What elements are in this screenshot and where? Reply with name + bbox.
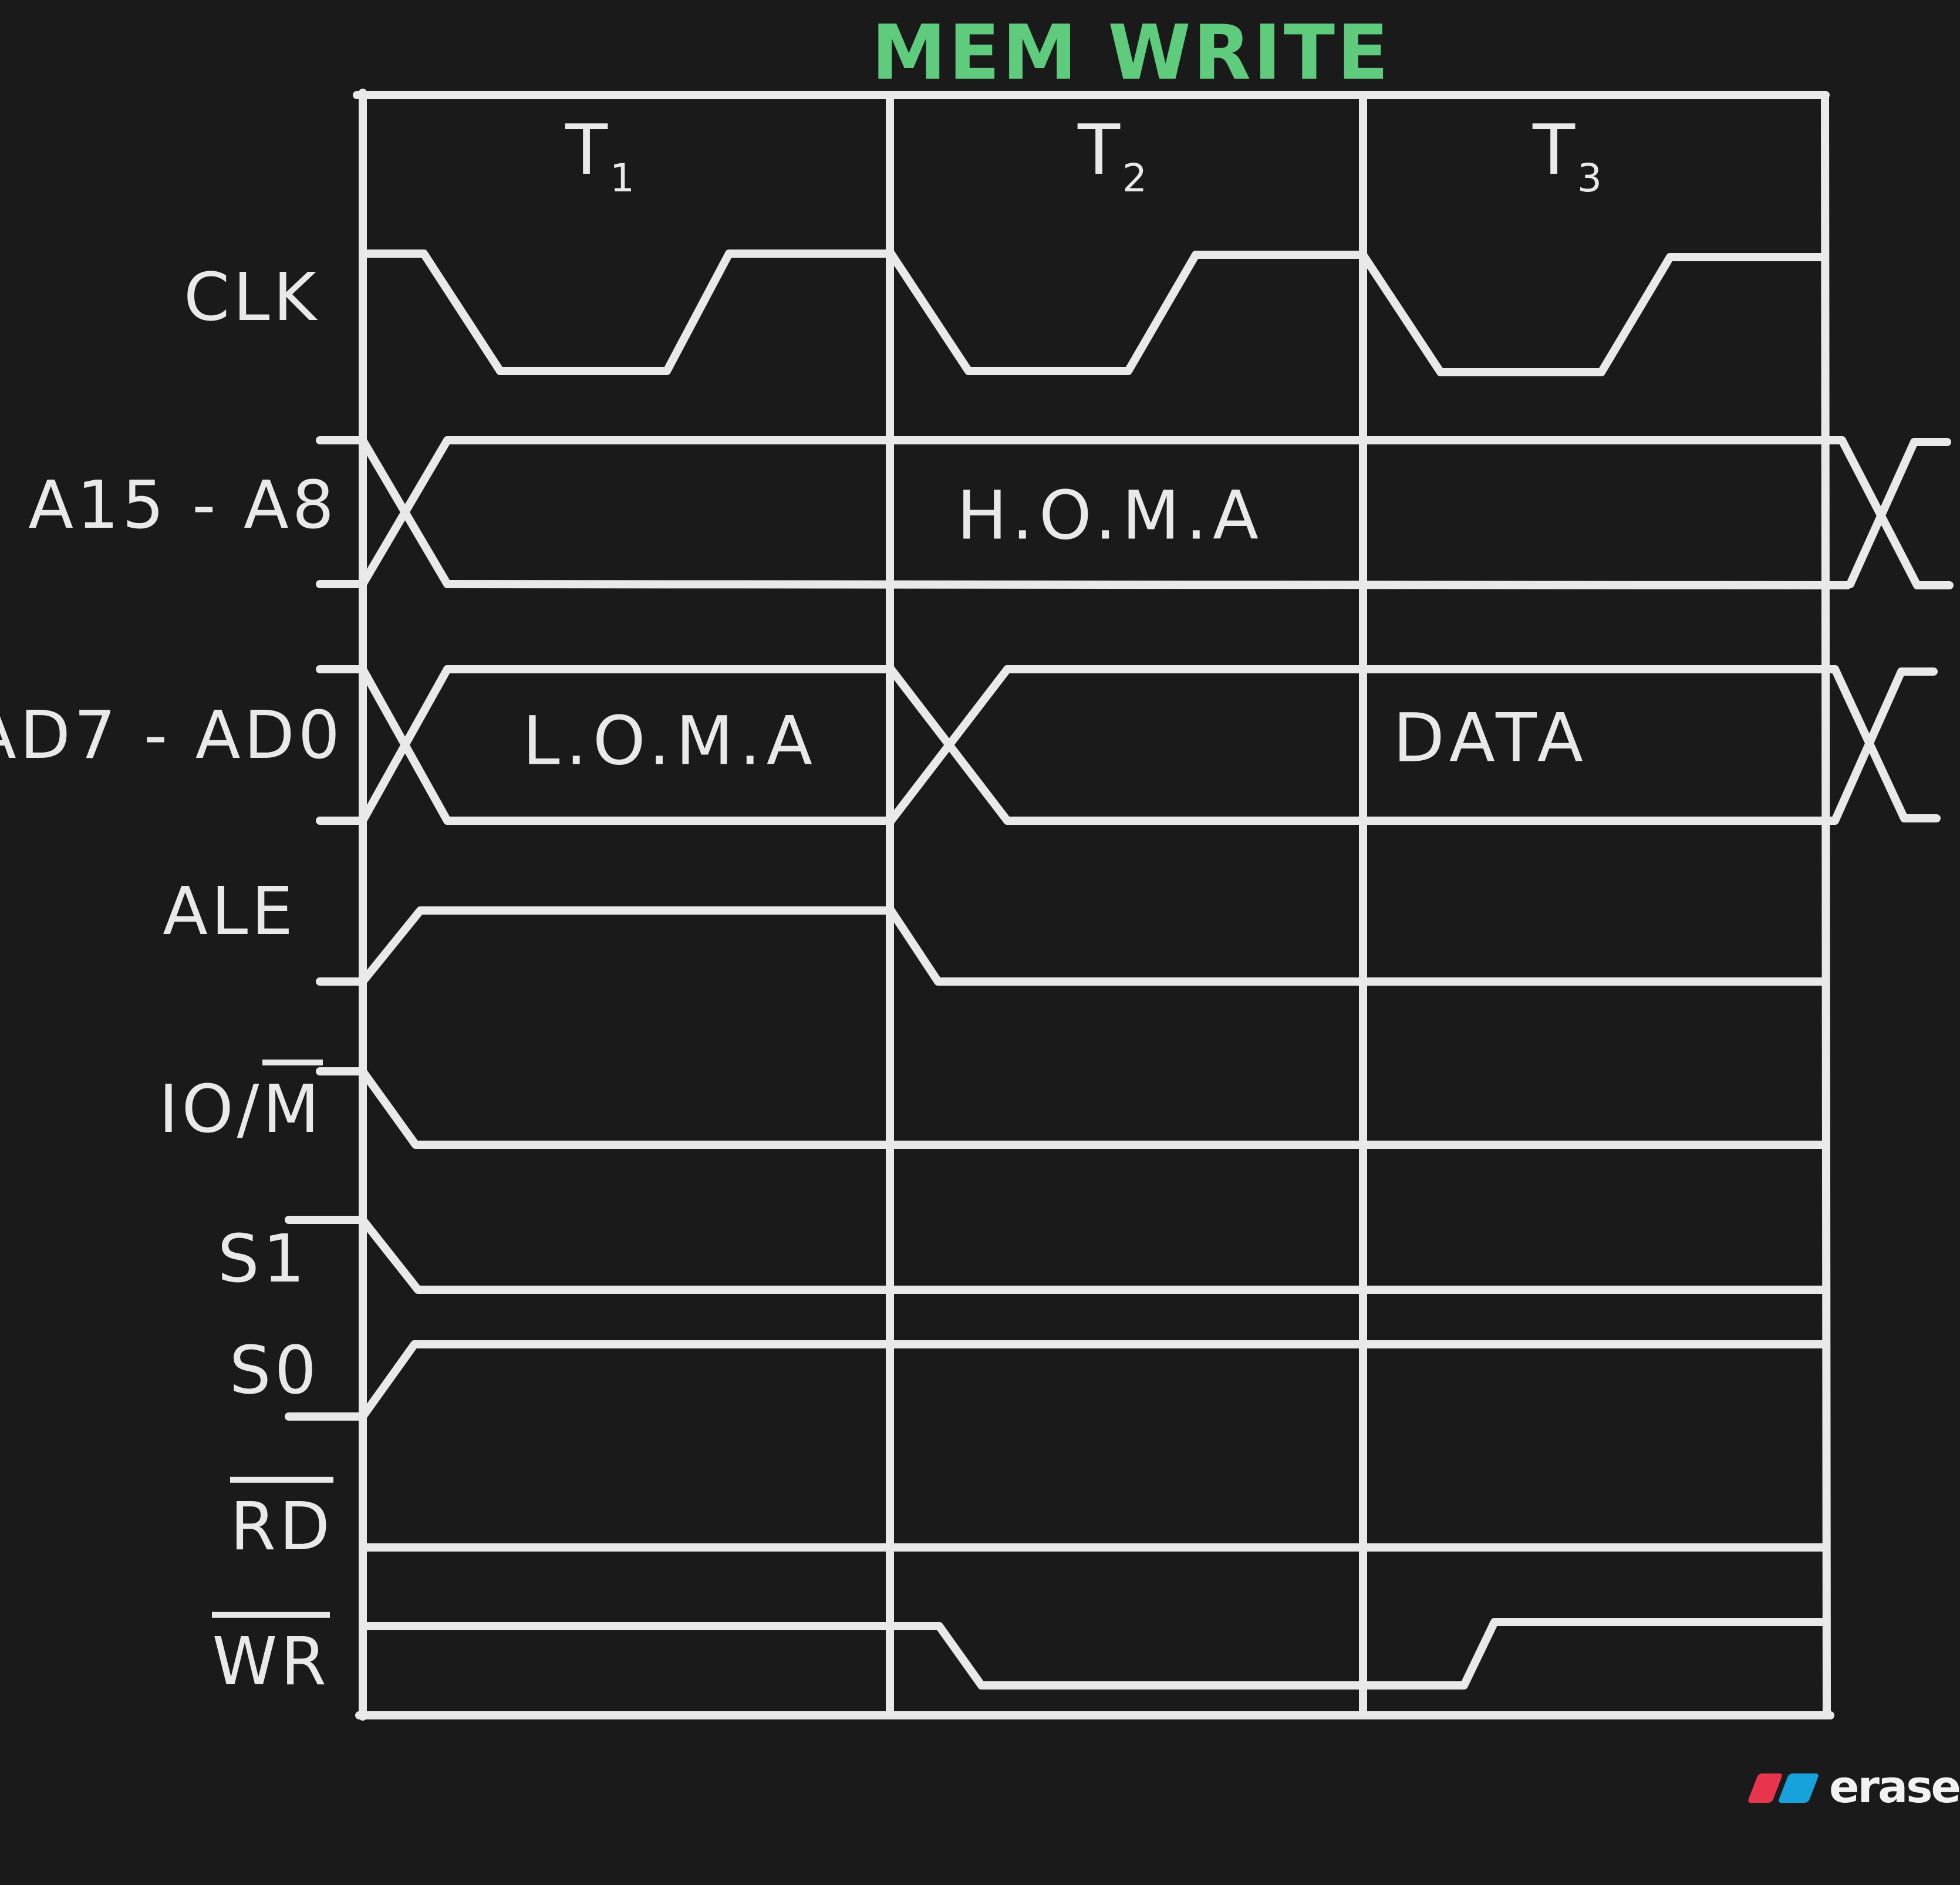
ad-open-rise xyxy=(359,665,451,825)
column-label-t3: T3 xyxy=(1532,109,1602,201)
s1-text: S1 xyxy=(217,1220,308,1297)
eraser-logo-blue-shape-icon xyxy=(1777,1773,1820,1803)
signal-label-rd: RD xyxy=(230,1476,333,1565)
a15a8-open-rise xyxy=(359,436,451,588)
page-title: MEM WRITE xyxy=(871,9,1391,97)
a15a8-bottom xyxy=(443,580,1851,589)
wr-overline-text: WR xyxy=(212,1611,330,1700)
bus-value-homa: H.O.M.A xyxy=(957,476,1264,555)
io-m-overline-text: M xyxy=(262,1059,323,1148)
s1-wave xyxy=(359,1216,1829,1294)
wr-wave xyxy=(359,1618,1829,1690)
t3-main: T xyxy=(1532,109,1576,190)
t2-sub: 2 xyxy=(1122,156,1148,201)
ad-mid-rise xyxy=(887,665,1011,825)
s0-text: S0 xyxy=(229,1332,320,1409)
bus-value-loma: L.O.M.A xyxy=(522,702,818,780)
iom-wave xyxy=(359,1067,1829,1149)
signal-label-s0: S0 xyxy=(230,1333,320,1409)
eraser-logo-wordmark: eraser xyxy=(1829,1760,1960,1813)
signal-label-a15-a8: A15 - A8 xyxy=(28,467,338,544)
bus-value-data: DATA xyxy=(1393,699,1589,777)
ale-text: ALE xyxy=(163,873,296,950)
ad-close-fall xyxy=(1831,665,1941,822)
a15a8-close-fall xyxy=(1838,436,1954,589)
signal-label-s1: S1 xyxy=(218,1221,308,1297)
signal-label-ad7-ad0: AD7 - AD0 xyxy=(0,697,343,774)
border-right xyxy=(1821,91,1831,1719)
t1-sub: 1 xyxy=(610,156,635,201)
rd-overline-text: RD xyxy=(230,1476,333,1565)
ale-wave xyxy=(359,906,1829,986)
t2-main: T xyxy=(1077,109,1121,190)
a15a8-close-rise xyxy=(1846,438,1951,588)
ad-close-rise xyxy=(1831,667,1938,825)
eraser-logo: eraser xyxy=(1747,1761,1960,1813)
signal-label-io-m: IO/M xyxy=(158,1059,323,1148)
t3-sub: 3 xyxy=(1577,156,1603,201)
eraser-logo-red-shape-icon xyxy=(1747,1773,1783,1803)
ad7-ad0-text: AD7 - AD0 xyxy=(0,697,343,774)
a15-a8-text: A15 - A8 xyxy=(28,467,338,544)
t1-main: T xyxy=(565,109,608,190)
signal-label-ale: ALE xyxy=(163,874,296,950)
column-label-t2: T2 xyxy=(1077,109,1147,201)
signal-label-clk: CLK xyxy=(184,259,320,336)
signal-label-wr: WR xyxy=(212,1611,330,1700)
column-label-t1: T1 xyxy=(565,109,635,201)
io-m-text: IO/ xyxy=(158,1071,263,1148)
clk-wave xyxy=(359,249,1829,376)
clk-text: CLK xyxy=(183,259,320,336)
s0-wave xyxy=(359,1340,1829,1421)
